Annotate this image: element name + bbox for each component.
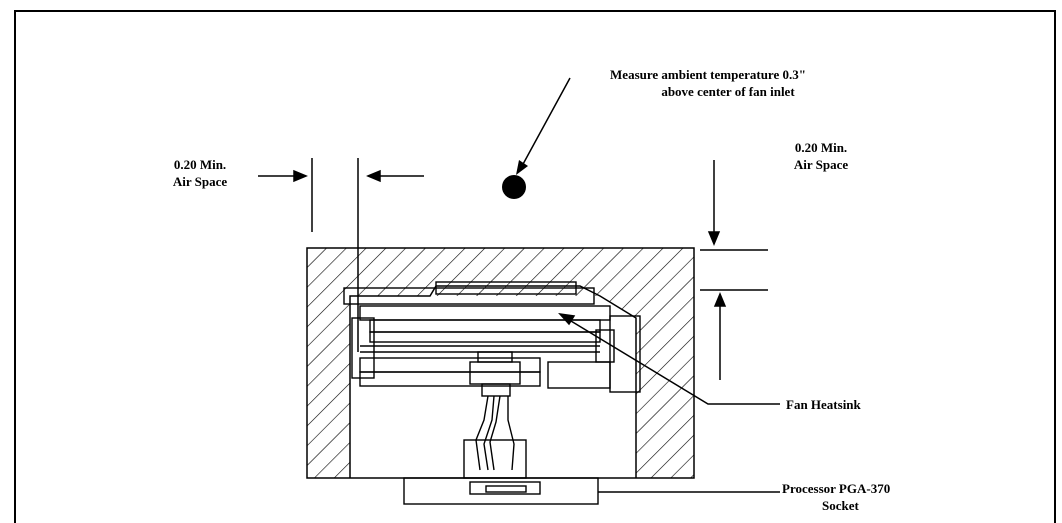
processor-label: Processor PGA-370 Socket xyxy=(782,480,890,514)
ambient-measure-point xyxy=(502,77,571,199)
right-air-space-dimension xyxy=(700,160,768,380)
heat-pipe xyxy=(463,351,527,479)
diagram-frame xyxy=(14,10,1056,523)
left-air-space-label: 0.20 Min. Air Space xyxy=(160,156,240,190)
fan-heatsink-label: Fan Heatsink xyxy=(786,397,861,412)
right-air-space-line2: Air Space xyxy=(793,157,849,172)
processor-socket xyxy=(403,477,599,505)
measure-label-line2: above center of fan inlet xyxy=(661,84,795,99)
fan-heatsink-assembly xyxy=(343,281,641,393)
right-air-space-line1: 0.20 Min. xyxy=(794,140,848,155)
right-air-space-label: 0.20 Min. Air Space xyxy=(776,139,866,173)
left-air-space-dimension xyxy=(258,158,424,352)
measure-label: Measure ambient temperature 0.3" above c… xyxy=(608,66,808,100)
measure-label-line1: Measure ambient temperature 0.3" xyxy=(610,67,806,82)
left-air-space-line1: 0.20 Min. xyxy=(173,157,227,172)
processor-label-line2: Socket xyxy=(822,498,859,513)
left-air-space-line2: Air Space xyxy=(172,174,228,189)
processor-label-line1: Processor PGA-370 xyxy=(782,481,891,496)
fan-heatsink-leader xyxy=(558,312,780,405)
